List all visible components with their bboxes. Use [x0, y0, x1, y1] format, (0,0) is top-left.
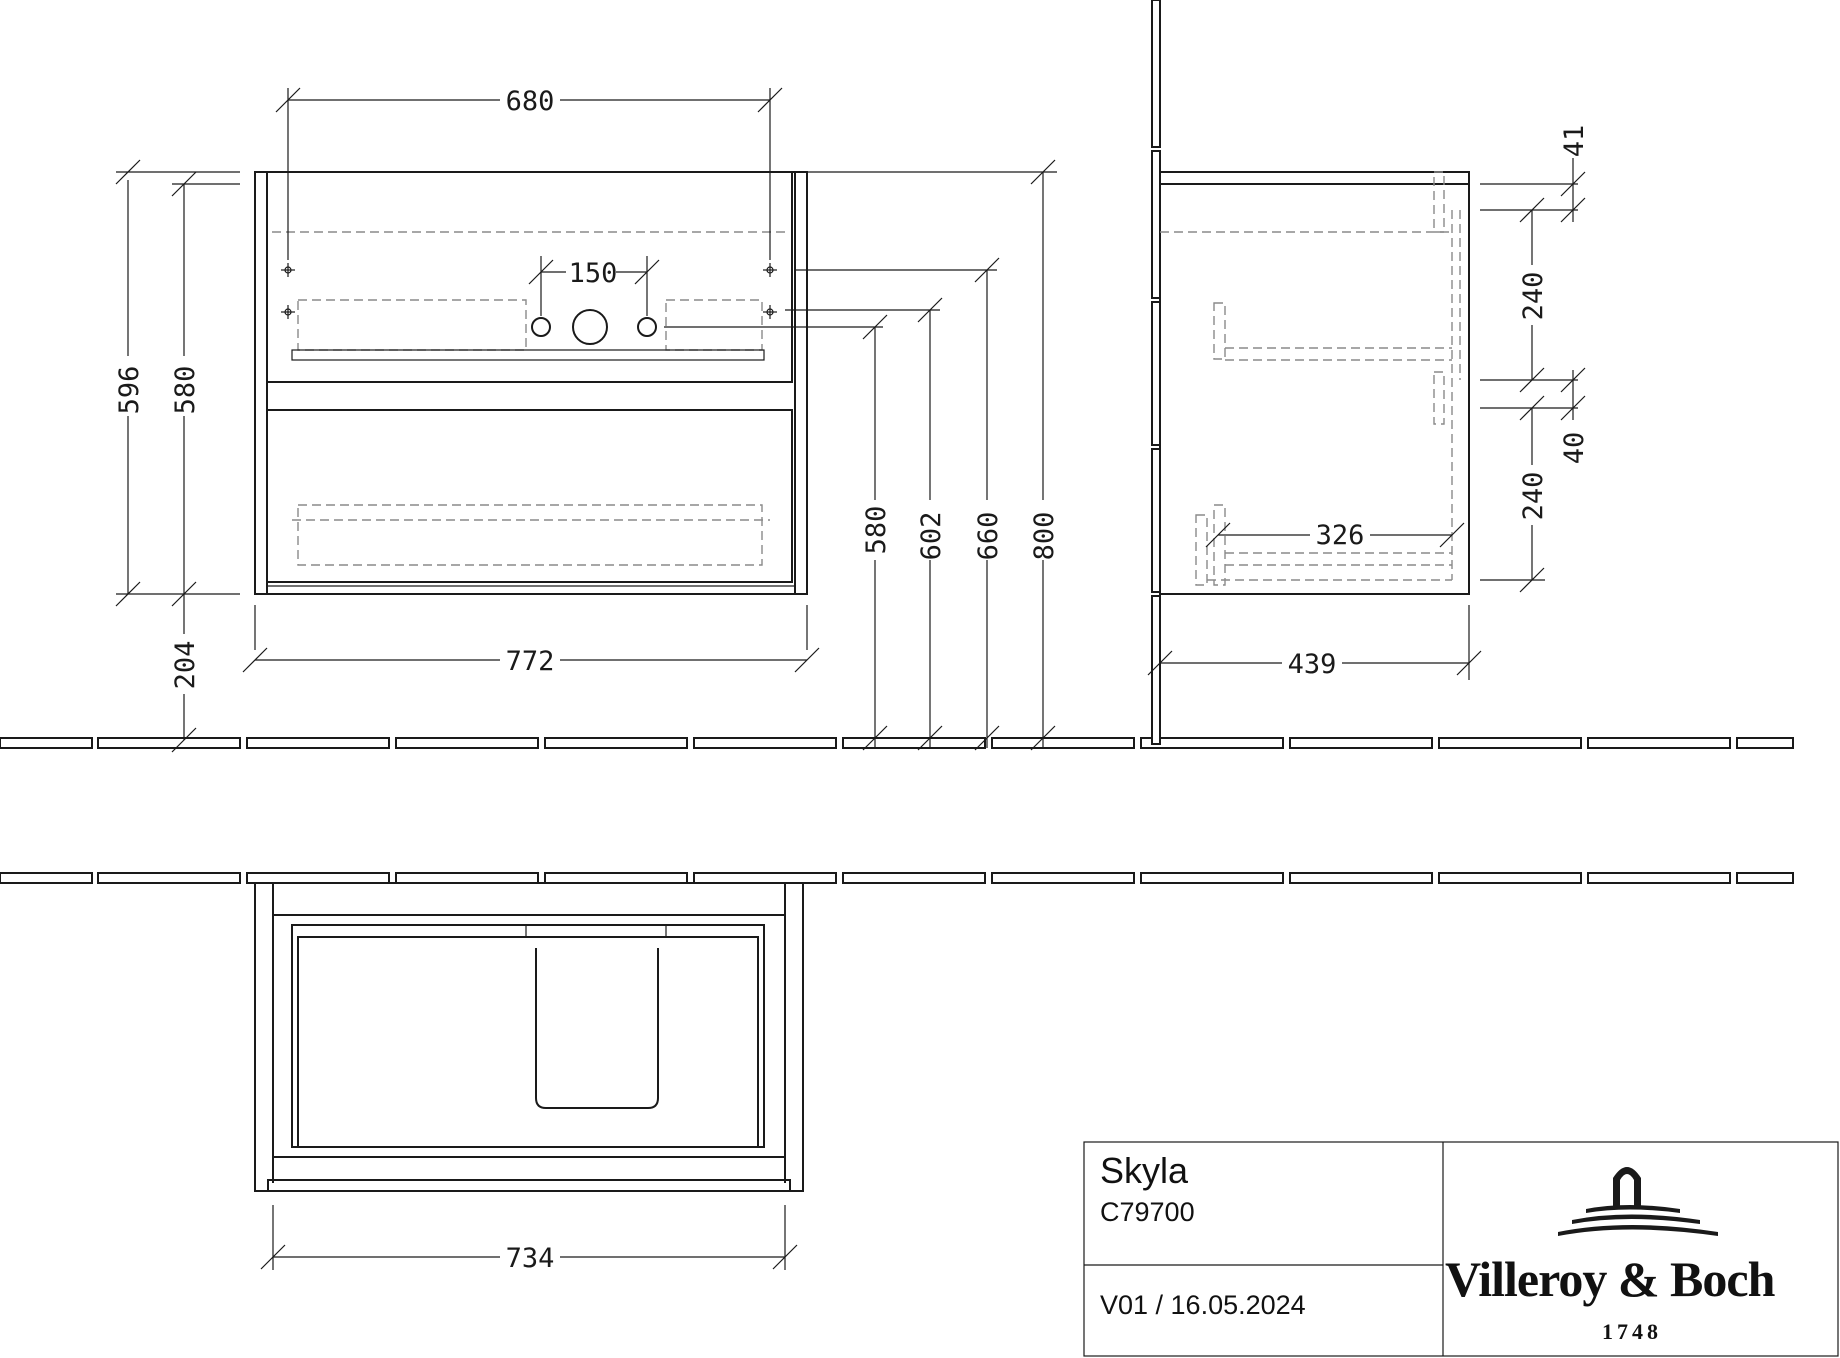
dim-800: 800	[1029, 512, 1060, 561]
dim-596: 596	[114, 366, 145, 415]
product-code: C79700	[1100, 1197, 1195, 1227]
dim-41: 41	[1559, 125, 1590, 158]
wall-line-vertical	[1151, 0, 1161, 745]
version-date: V01 / 16.05.2024	[1100, 1290, 1306, 1320]
dim-150: 150	[569, 258, 618, 289]
brand-logo-icon	[1558, 1167, 1718, 1236]
side-view	[1159, 171, 1470, 595]
dim-734: 734	[506, 1243, 555, 1274]
front-view	[254, 171, 808, 595]
floor-line-upper	[0, 737, 1794, 749]
dim-204: 204	[170, 641, 201, 690]
dim-40: 40	[1559, 432, 1590, 465]
top-view	[254, 882, 804, 1192]
dim-680: 680	[506, 86, 555, 117]
dim-240-upper: 240	[1518, 272, 1549, 321]
title-block	[1083, 1141, 1839, 1357]
product-name: Skyla	[1100, 1150, 1189, 1191]
dim-240-lower: 240	[1518, 472, 1549, 521]
wall-line-lower	[0, 872, 1794, 884]
dim-326: 326	[1316, 520, 1365, 551]
brand-year: 1748	[1602, 1319, 1662, 1344]
dim-580: 580	[170, 366, 201, 415]
dim-660: 660	[973, 512, 1004, 561]
dim-439: 439	[1288, 649, 1337, 680]
front-dimension-lines	[115, 87, 1057, 753]
brand-wordmark: Villeroy & Boch	[1445, 1251, 1775, 1307]
dim-602: 602	[916, 512, 947, 561]
dim-772: 772	[506, 646, 555, 677]
dim-580-siphon: 580	[861, 506, 892, 555]
side-dimension-lines	[1147, 135, 1586, 680]
